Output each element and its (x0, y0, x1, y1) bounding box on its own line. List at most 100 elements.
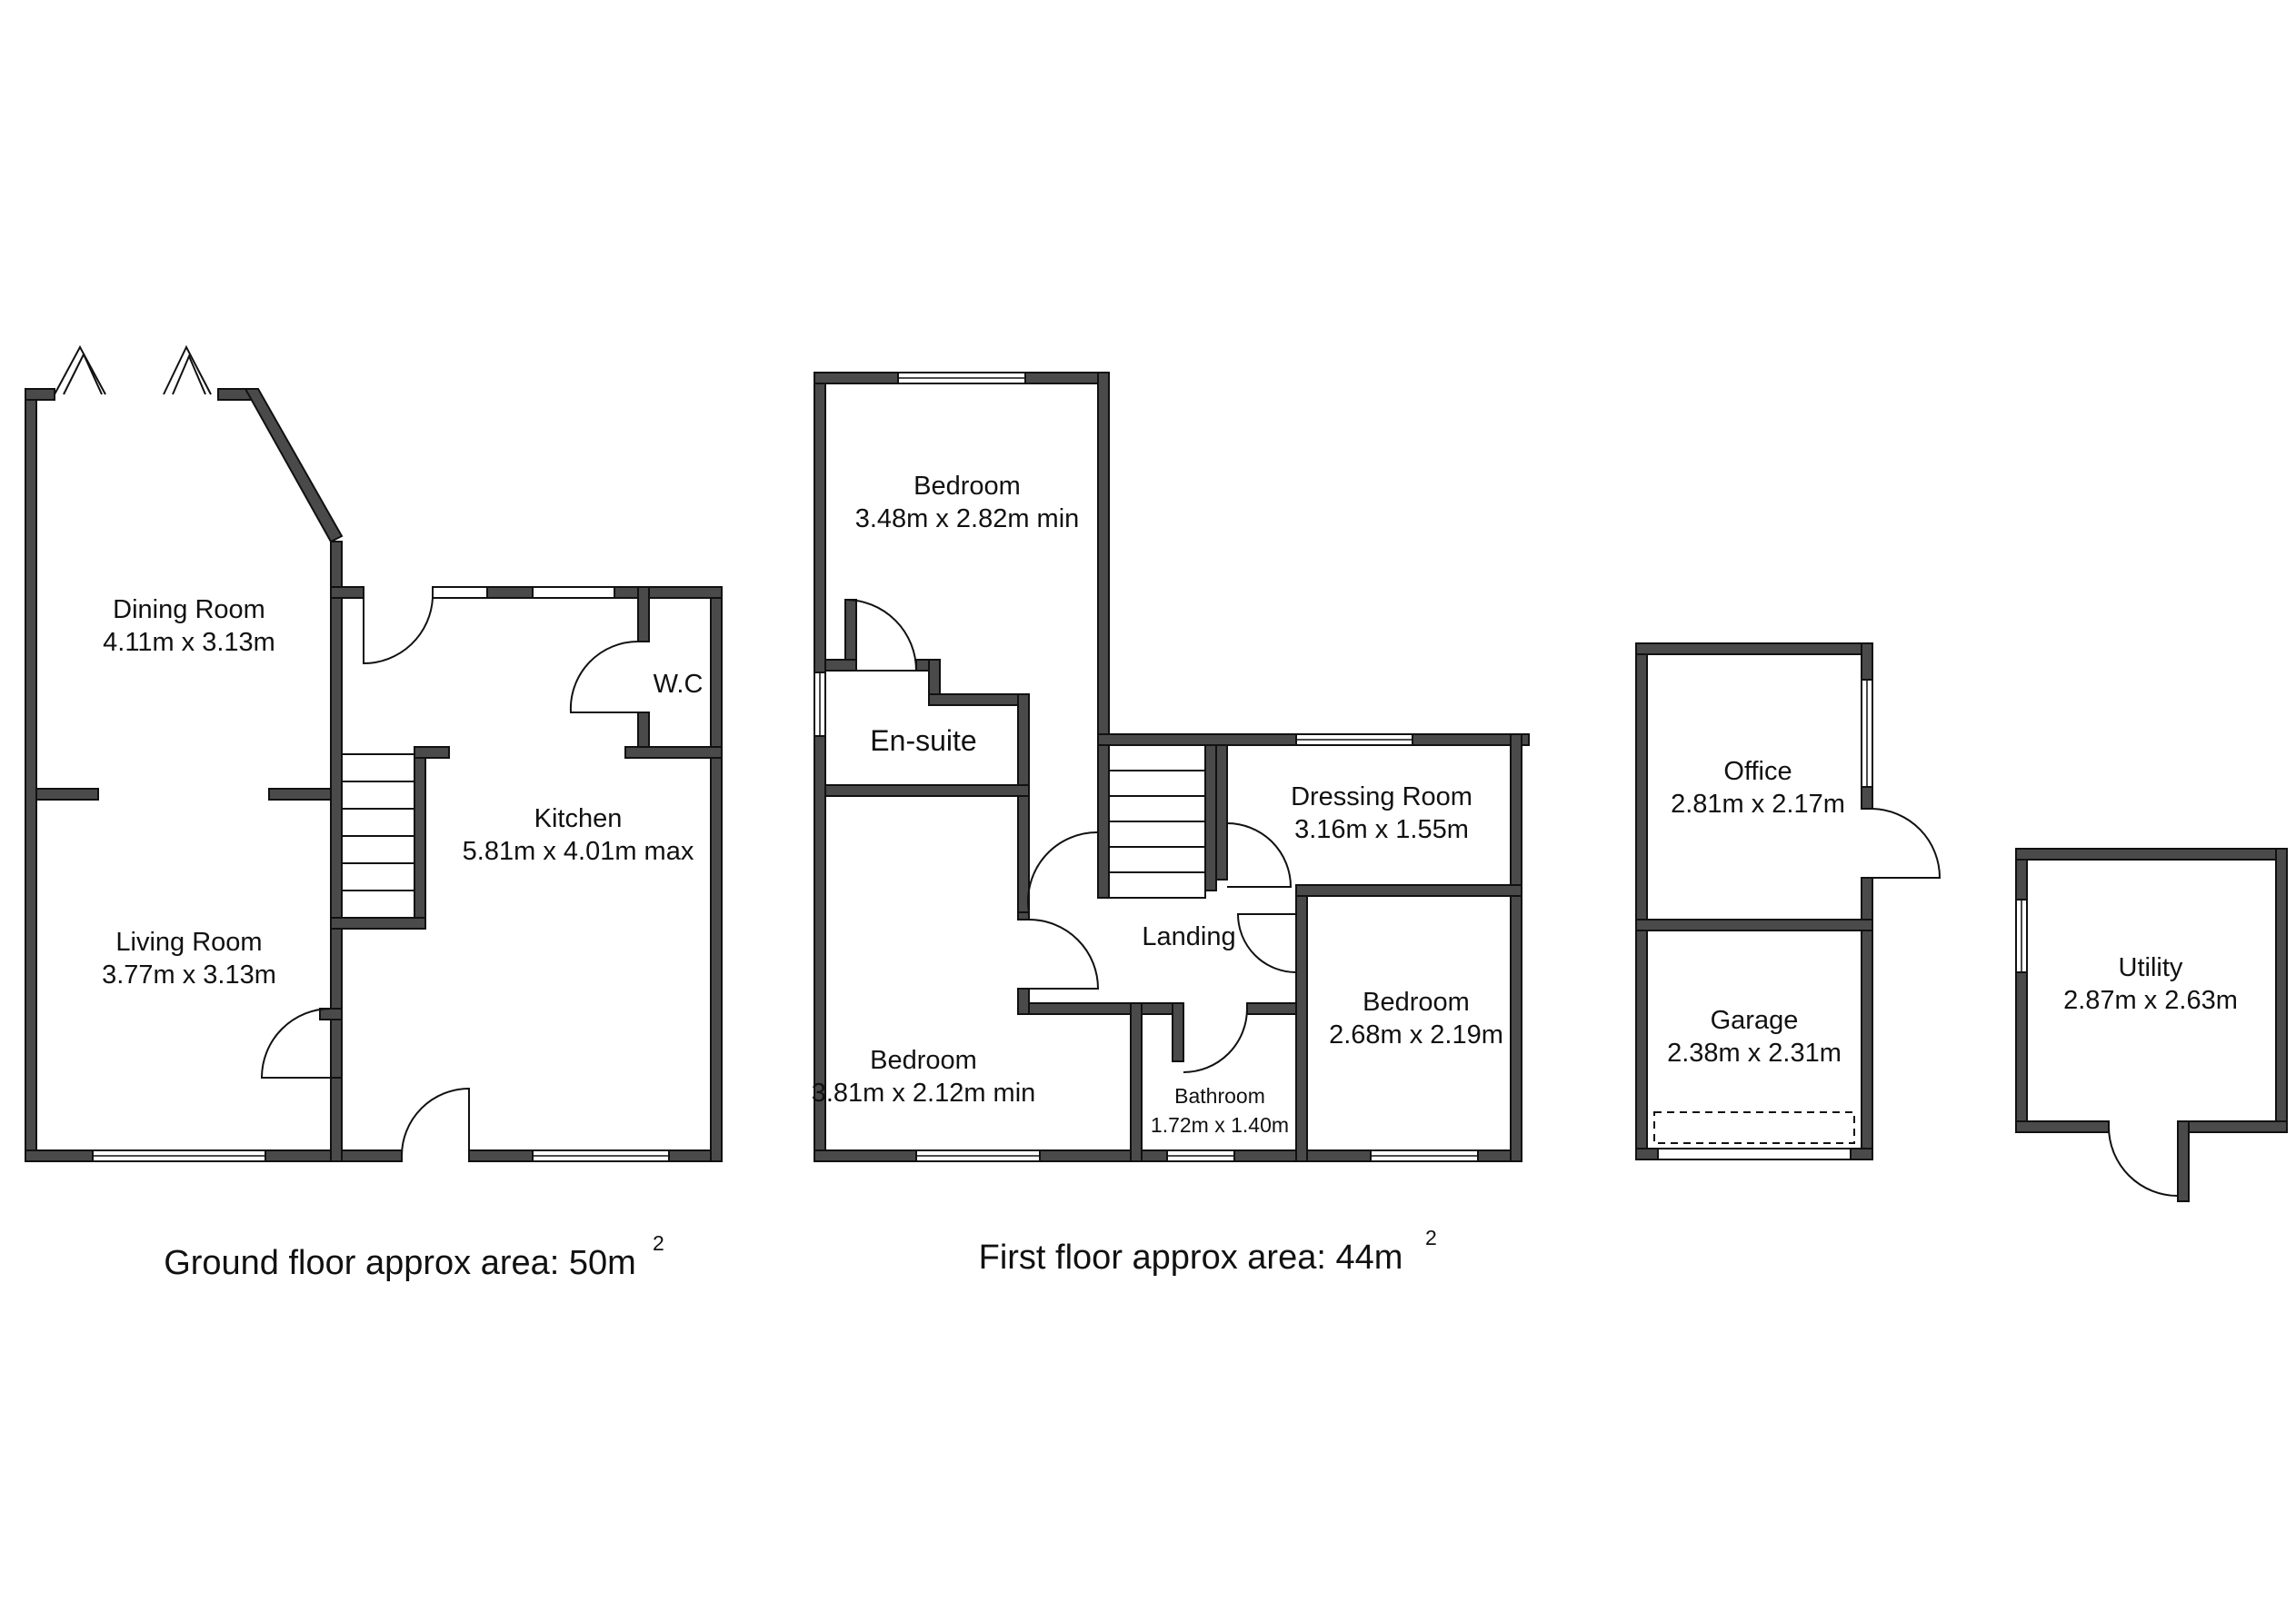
first-floor-plan: Bedroom 3.48m x 2.82m min En-suite Bedro… (812, 372, 1530, 1277)
wall (1850, 1148, 1873, 1160)
door-icon (260, 1008, 332, 1079)
wall (637, 586, 650, 642)
room-size: 2.87m x 2.63m (2063, 986, 2238, 1015)
wall (414, 746, 450, 759)
room-name: Kitchen (534, 804, 623, 833)
wall (624, 746, 723, 759)
room-size: 4.11m x 3.13m (103, 628, 275, 657)
room-name: W.C (654, 670, 704, 699)
wall (814, 372, 899, 384)
wall (1024, 372, 1110, 384)
wall (1204, 744, 1217, 891)
bifold-door-icon (63, 352, 103, 395)
room-size: 2.68m x 2.19m (1329, 1020, 1503, 1050)
wall (1295, 884, 1522, 897)
room-name: Dining Room (113, 595, 265, 624)
bifold-door-icon (172, 353, 206, 395)
garage-door (1657, 1148, 1852, 1160)
wall (637, 711, 650, 748)
wall (2275, 848, 2288, 1133)
wall (1017, 1002, 1183, 1015)
wall (330, 1077, 343, 1162)
room-name: En-suite (870, 724, 976, 757)
room-size: 2.81m x 2.17m (1671, 790, 1845, 819)
garage-door-open-outline (1653, 1111, 1855, 1144)
wall (330, 541, 343, 1162)
wall (25, 388, 37, 1162)
wall (1017, 693, 1030, 913)
room-size: 3.77m x 3.13m (102, 960, 276, 990)
office-garage-plan: Office 2.81m x 2.17m Garage 2.38m x 2.31… (1635, 642, 1942, 1160)
wall (824, 784, 1030, 797)
door-icon (1226, 822, 1293, 888)
wall (244, 388, 344, 543)
door-icon (1027, 831, 1099, 913)
wall (1246, 1002, 1304, 1015)
wall (1172, 1002, 1184, 1062)
room-size: 3.16m x 1.55m (1294, 815, 1469, 844)
wall (2015, 848, 2288, 861)
wall (319, 1008, 343, 1020)
ground-floor-caption: Ground floor approx area: 50m (164, 1244, 636, 1282)
wall (1215, 744, 1228, 881)
wall (1861, 786, 1873, 810)
wall (1295, 895, 1308, 1162)
room-name: Bedroom (870, 1046, 977, 1075)
wall (928, 693, 1030, 706)
wall (25, 388, 55, 401)
room-size: 3.81m x 2.12m min (812, 1079, 1036, 1108)
wall (710, 586, 723, 1162)
caption-superscript: 2 (653, 1231, 664, 1255)
caption-superscript: 2 (1425, 1226, 1437, 1249)
room-name: Living Room (115, 928, 262, 957)
utility-plan: Utility 2.87m x 2.63m (2015, 848, 2288, 1202)
bifold-door-icon (54, 344, 106, 395)
front-door-icon (401, 1087, 470, 1157)
room-size: 2.38m x 2.31m (1667, 1039, 1842, 1068)
room-size: 5.81m x 4.01m max (463, 837, 694, 866)
wall (330, 586, 364, 599)
room-size: 3.48m x 2.82m min (855, 504, 1080, 533)
door-icon (1028, 919, 1100, 990)
door-icon (1236, 913, 1297, 973)
wall (1510, 733, 1522, 1162)
first-floor-caption: First floor approx area: 44m (979, 1239, 1403, 1277)
door-icon (2108, 1126, 2179, 1198)
room-name: Bedroom (913, 472, 1021, 501)
wall (2177, 1120, 2190, 1202)
window (532, 586, 615, 599)
door-icon (1183, 1008, 1248, 1073)
wall (414, 746, 426, 926)
wall (25, 1149, 94, 1162)
wall (1635, 1148, 1659, 1160)
wall (1635, 919, 1873, 931)
room-name: Bedroom (1363, 988, 1470, 1017)
door-icon (363, 597, 434, 665)
wall (814, 1149, 917, 1162)
room-size: 1.72m x 1.40m (1151, 1113, 1289, 1137)
wall (35, 788, 99, 801)
door-icon (569, 640, 639, 713)
room-name: Dressing Room (1291, 782, 1472, 811)
room-name: Landing (1142, 922, 1235, 951)
wall (1635, 642, 1873, 655)
wall (1097, 372, 1110, 899)
wall (1017, 911, 1030, 920)
room-name: Office (1723, 757, 1792, 786)
wall (814, 372, 826, 1162)
wall (614, 586, 723, 599)
room-name: Garage (1711, 1006, 1799, 1035)
wall (1039, 1149, 1168, 1162)
wall (2015, 1120, 2110, 1133)
wall (2177, 1120, 2288, 1133)
wall (1635, 642, 1648, 1160)
room-name: Bathroom (1174, 1084, 1265, 1108)
wall (1017, 988, 1030, 1015)
wall (824, 659, 857, 672)
window (432, 586, 488, 599)
wall (2015, 848, 2028, 1133)
wall (1861, 642, 1873, 681)
ground-floor-plan: Dining Room 4.11m x 3.13m Living Room 3.… (25, 344, 723, 1282)
wall (330, 917, 426, 930)
